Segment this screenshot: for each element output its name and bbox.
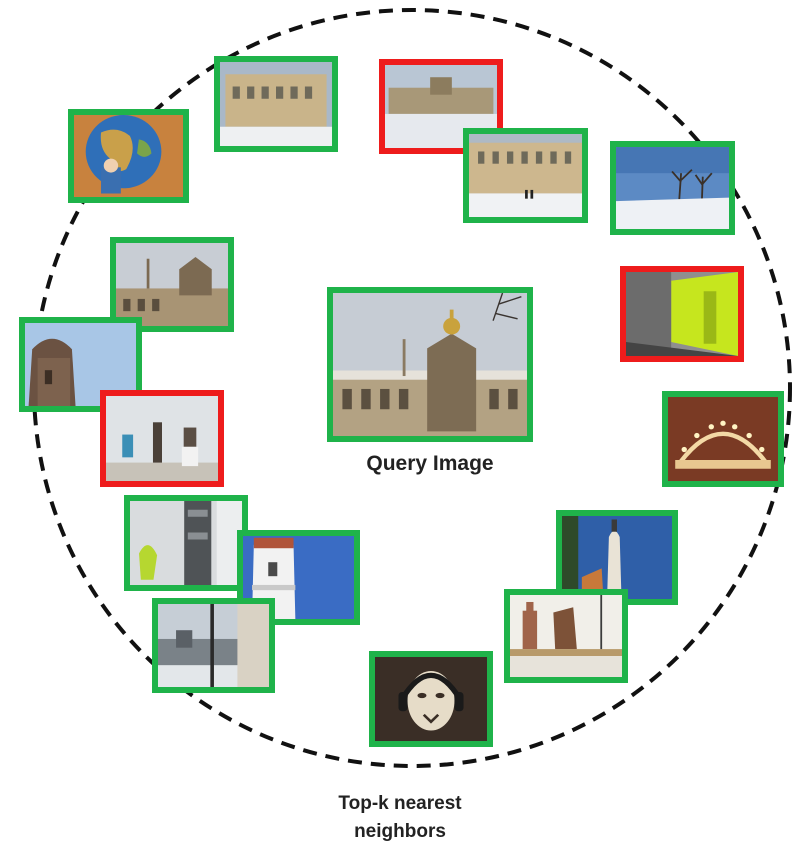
neighbor-sculptures <box>100 390 224 487</box>
neighbors-caption-line1: Top-k nearest <box>338 793 462 814</box>
neighbor-palace-snow <box>463 128 588 223</box>
neighbors-caption-line2: neighbors <box>354 821 446 842</box>
neighbor-globe <box>68 109 189 203</box>
query-image-palace-crown-tower <box>327 287 533 442</box>
neighbor-candle-arch <box>662 391 784 487</box>
neighbor-church-dome <box>19 317 142 412</box>
neighbor-window-view <box>152 598 275 693</box>
neighbors-caption: Top-k nearest neighbors <box>300 790 500 846</box>
neighbor-mask-headphones <box>369 651 493 747</box>
neighbor-shelf-vases <box>504 589 628 683</box>
neighbor-palace-front <box>214 56 338 152</box>
query-image-label: Query Image <box>366 452 494 475</box>
neighbor-green-corridor <box>620 266 744 362</box>
neighbor-interior-machine <box>124 495 248 591</box>
neighbor-winter-trees <box>610 141 735 235</box>
